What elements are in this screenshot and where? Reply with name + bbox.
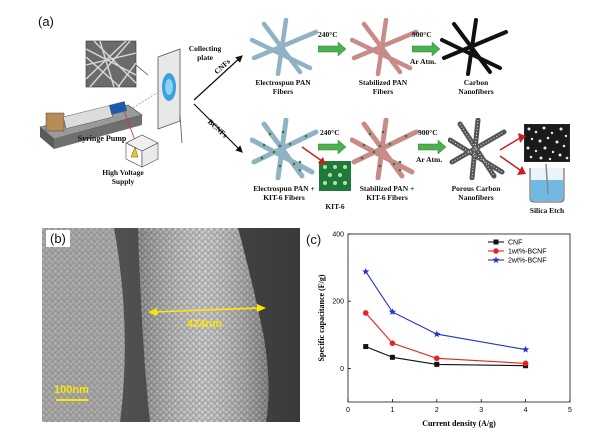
data-point bbox=[362, 267, 370, 275]
label-stabilized-pan: Stabilized PAN Fibers bbox=[358, 78, 408, 96]
syringe-pump-graphic bbox=[39, 101, 143, 149]
atm-bottom: Ar Atm. bbox=[416, 155, 443, 164]
arrow-bottom-1 bbox=[318, 140, 347, 154]
data-point bbox=[493, 239, 499, 245]
panel-c-label: (c) bbox=[306, 232, 322, 247]
temp-top-2: 900°C bbox=[412, 30, 432, 39]
fibers-stabilized-pan bbox=[350, 18, 419, 76]
fibers-pan-kit6 bbox=[250, 118, 319, 180]
diameter-measure-arrow bbox=[148, 304, 266, 316]
temp-top-1: 240°C bbox=[318, 30, 338, 39]
data-point bbox=[362, 310, 369, 316]
fibers-carbon bbox=[440, 18, 508, 76]
collecting-plate-graphic bbox=[157, 48, 181, 130]
series-line bbox=[365, 312, 526, 364]
data-point bbox=[434, 361, 440, 367]
label-carbon-nanofibers: Carbon Nanofibers bbox=[458, 78, 494, 96]
data-point bbox=[388, 308, 397, 316]
x-tick-label: 5 bbox=[568, 407, 572, 414]
plot-frame bbox=[347, 233, 571, 403]
arrow-bottom-2 bbox=[418, 140, 447, 154]
x-tick-label: 1 bbox=[390, 407, 394, 414]
data-point bbox=[521, 345, 530, 353]
x-tick-label: 2 bbox=[435, 407, 439, 414]
silica-etch-beaker bbox=[529, 164, 565, 203]
scale-bar-label: 100nm bbox=[54, 384, 89, 396]
scale-bar bbox=[56, 399, 88, 401]
label-porous-carbon: Porous Carbon Nanofibers bbox=[451, 184, 501, 202]
x-tick-label: 3 bbox=[479, 407, 483, 414]
fibers-stabilized-pan-kit6 bbox=[350, 118, 419, 180]
panel-b-label: (b) bbox=[46, 230, 70, 247]
legend-label: 1wt%-BCNF bbox=[508, 249, 547, 256]
branch-arrows bbox=[193, 55, 243, 153]
syringe-pump-label: Syringe Pump bbox=[77, 134, 127, 143]
y-axis-label: Specific capacitance (F/g) bbox=[317, 274, 326, 361]
data-point bbox=[363, 344, 369, 350]
x-axis-label: Current density (A/g) bbox=[422, 419, 496, 428]
series-line bbox=[365, 271, 526, 351]
x-tick-label: 4 bbox=[524, 407, 528, 414]
y-tick-label: 0 bbox=[340, 366, 344, 373]
legend-label: 2wt%-BCNF bbox=[508, 258, 547, 265]
electrospinning-apparatus bbox=[39, 40, 183, 168]
label-electrospun-pan: Electrospun PAN Fibers bbox=[255, 78, 311, 96]
data-point bbox=[492, 256, 500, 264]
x-tick-label: 0 bbox=[346, 407, 350, 414]
fibers-porous-carbon bbox=[448, 118, 507, 180]
arrow-top-2 bbox=[412, 42, 441, 56]
sem-image bbox=[42, 228, 300, 422]
fibers-electrospun-pan bbox=[250, 18, 319, 76]
label-silica-etch: Silica Etch bbox=[529, 206, 565, 215]
kit6-graphic bbox=[319, 161, 351, 191]
temp-bottom-2: 900°C bbox=[418, 128, 438, 137]
data-point bbox=[434, 355, 440, 362]
sem-fiber-mat-inset bbox=[85, 40, 149, 88]
porous-sem-inset bbox=[524, 124, 570, 162]
series-line bbox=[365, 346, 526, 367]
collecting-plate-label: Collecting plate bbox=[188, 44, 222, 62]
label-stabilized-pan-kit6: Stabilized PAN + KIT-6 Fibers bbox=[359, 184, 415, 202]
diameter-label: 424nm bbox=[187, 318, 222, 330]
label-pan-kit6: Electrospun PAN + KIT-6 Fibers bbox=[253, 184, 315, 202]
arrow-top-1 bbox=[318, 42, 347, 56]
high-voltage-label: High Voltage Supply bbox=[102, 168, 144, 186]
y-tick-label: 200 bbox=[332, 299, 344, 306]
temp-bottom-1: 240°C bbox=[320, 128, 340, 137]
high-voltage-supply-graphic bbox=[125, 134, 159, 168]
etch-arrows bbox=[499, 133, 526, 175]
kit6-arrow bbox=[301, 146, 326, 165]
data-point bbox=[493, 248, 499, 254]
y-tick-label: 400 bbox=[332, 232, 344, 239]
data-point bbox=[389, 340, 396, 346]
data-point bbox=[389, 354, 395, 360]
panel-a-label: (a) bbox=[38, 14, 54, 29]
atm-top: Ar Atm. bbox=[410, 57, 437, 66]
data-point bbox=[433, 330, 441, 338]
legend-label: CNF bbox=[508, 240, 522, 247]
label-kit6: KIT-6 bbox=[325, 202, 345, 211]
data-point bbox=[522, 360, 529, 367]
